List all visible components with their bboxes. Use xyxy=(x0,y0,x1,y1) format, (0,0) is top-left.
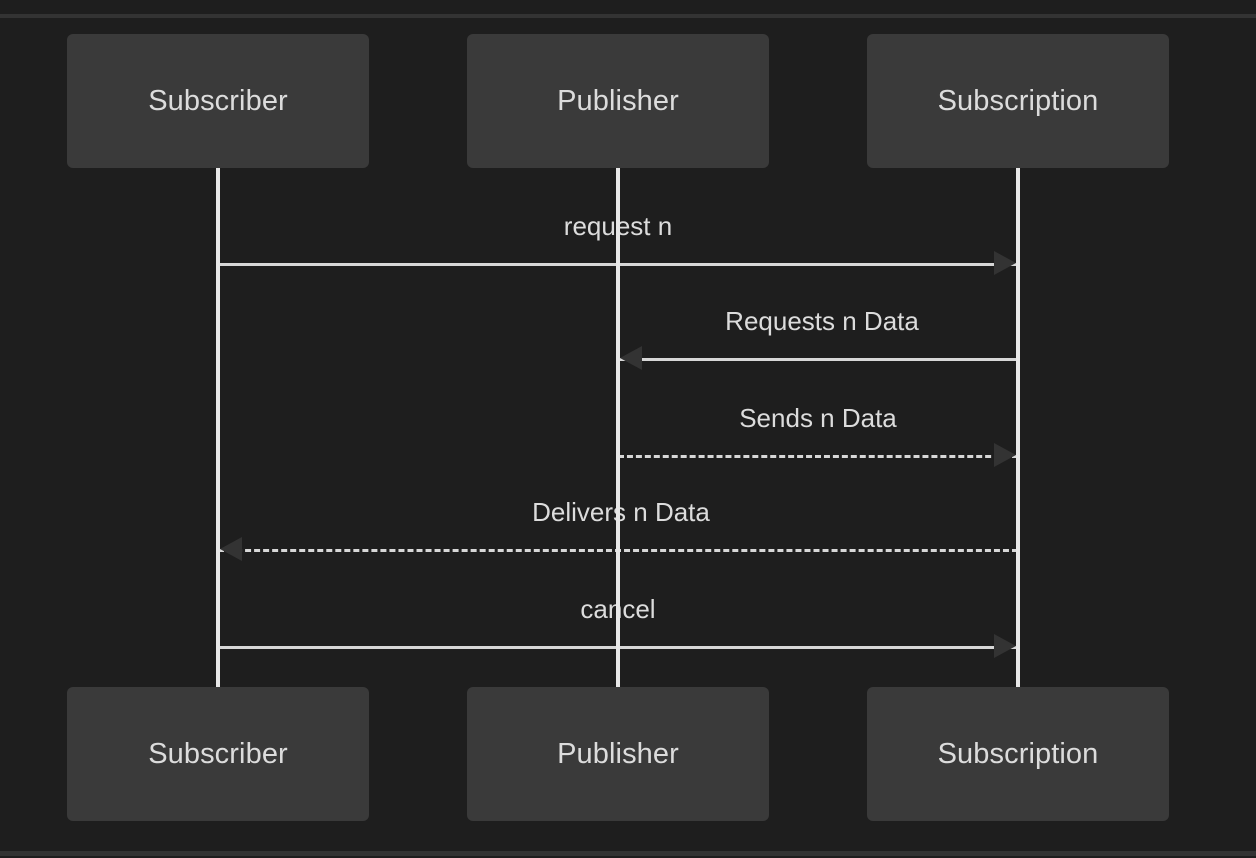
actor-box-bottom-publisher[interactable]: Publisher xyxy=(467,687,769,821)
arrowhead-delivers-n-data xyxy=(220,537,242,561)
diagram-canvas: Subscriber Publisher Subscription reques… xyxy=(0,18,1256,851)
actor-box-top-subscriber[interactable]: Subscriber xyxy=(67,34,369,168)
lifeline-publisher xyxy=(616,168,620,687)
actor-box-bottom-subscriber[interactable]: Subscriber xyxy=(67,687,369,821)
arrowhead-requests-n-data xyxy=(620,346,642,370)
arrowhead-sends-n-data xyxy=(994,443,1016,467)
lifeline-subscriber xyxy=(216,168,220,687)
bottom-divider-bar xyxy=(0,851,1256,856)
arrowhead-cancel xyxy=(994,634,1016,658)
lifeline-subscription xyxy=(1016,168,1020,687)
message-label-delivers-n-data: Delivers n Data xyxy=(532,497,710,527)
message-label-requests-n-data: Requests n Data xyxy=(725,306,919,336)
message-line-requests-n-data xyxy=(618,358,1018,361)
actor-label-top-subscriber: Subscriber xyxy=(148,84,288,117)
actor-label-bottom-subscriber: Subscriber xyxy=(148,737,288,770)
actor-label-top-publisher: Publisher xyxy=(557,84,679,117)
actor-label-bottom-subscription: Subscription xyxy=(937,737,1099,770)
message-label-sends-n-data: Sends n Data xyxy=(739,403,897,433)
actor-label-top-subscription: Subscription xyxy=(937,84,1099,117)
message-line-sends-n-data xyxy=(618,455,1018,458)
actor-box-top-publisher[interactable]: Publisher xyxy=(467,34,769,168)
actor-box-top-subscription[interactable]: Subscription xyxy=(867,34,1169,168)
arrowhead-request-n xyxy=(994,251,1016,275)
actor-box-bottom-subscription[interactable]: Subscription xyxy=(867,687,1169,821)
top-divider-bar xyxy=(0,14,1256,18)
actor-label-bottom-publisher: Publisher xyxy=(557,737,679,770)
